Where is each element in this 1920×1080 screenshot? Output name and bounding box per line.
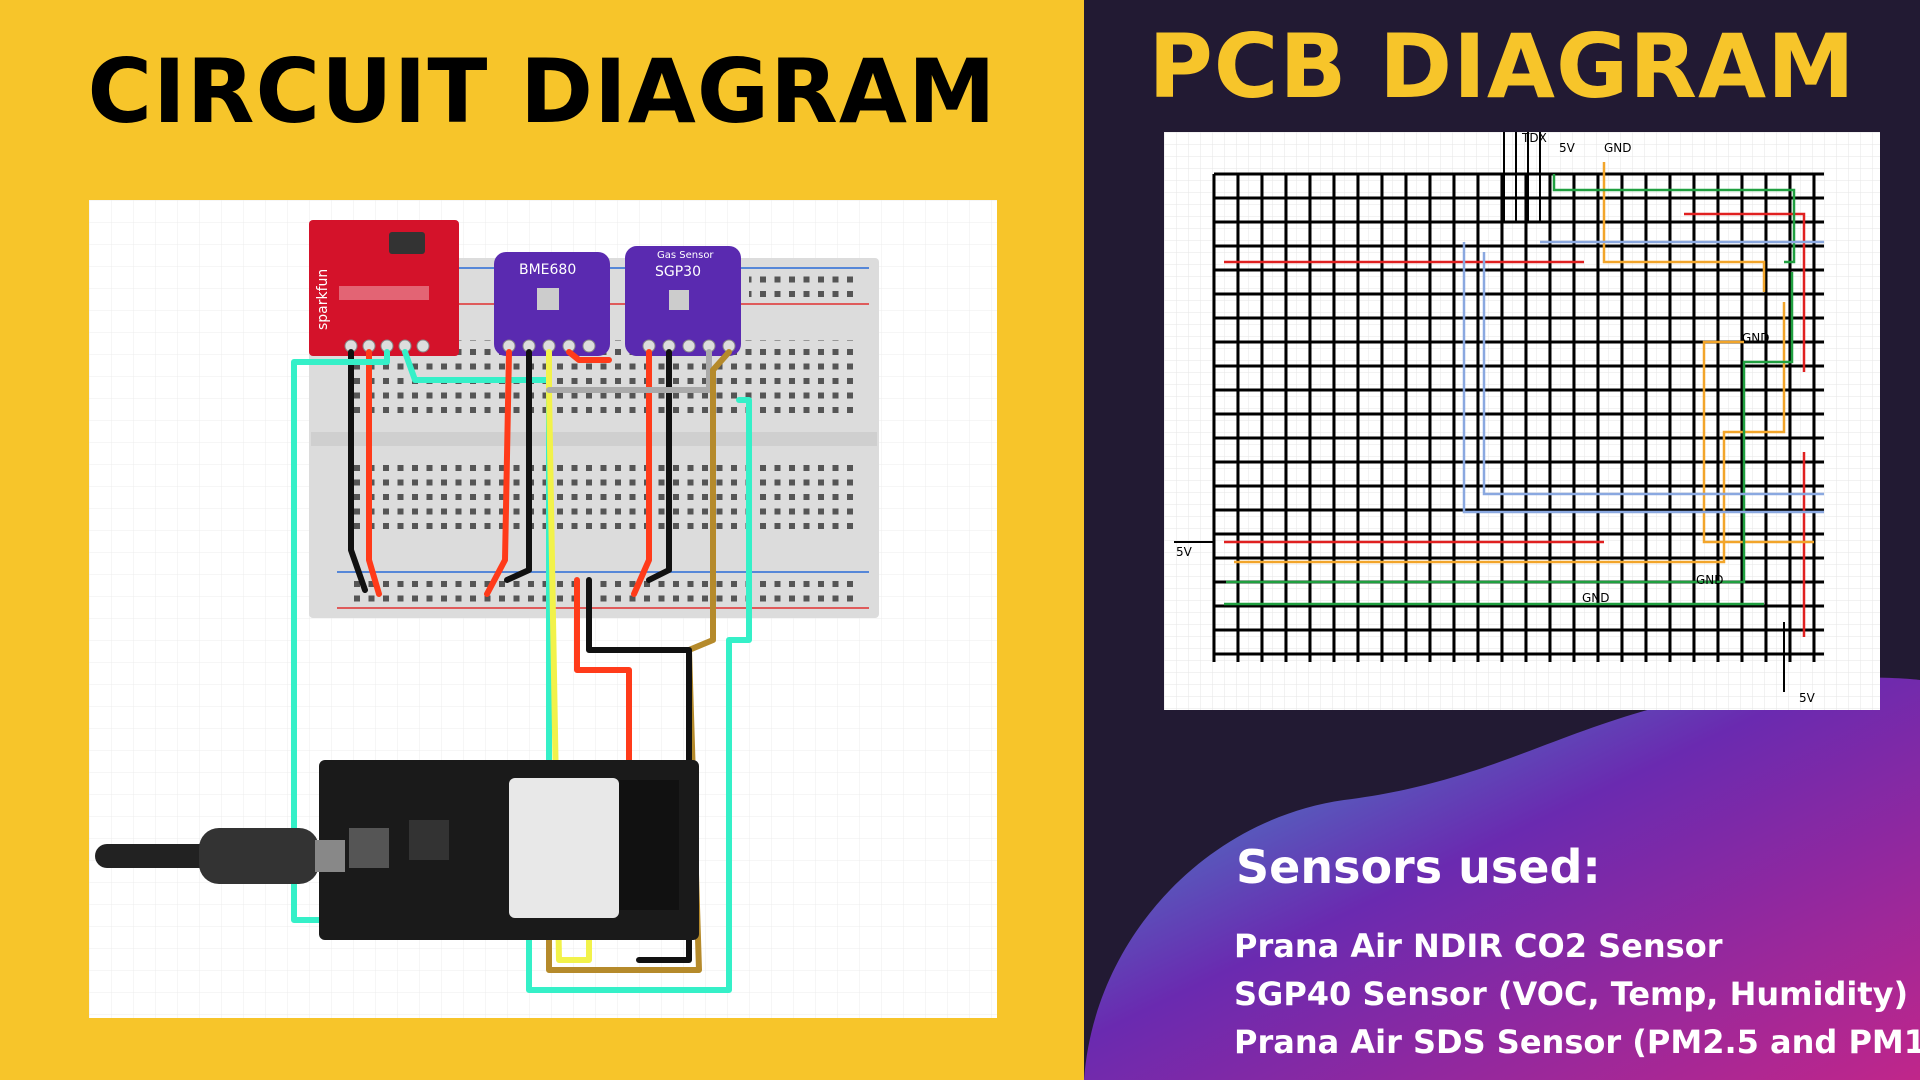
sparkfun-sensor-module: sparkfun xyxy=(309,220,459,356)
gas-sensor-label: Gas Sensor xyxy=(657,250,714,261)
5v-top-label: 5V xyxy=(1559,141,1576,155)
pcb-diagram-title: PCB DIAGRAM xyxy=(1148,15,1856,118)
sgp30-label: SGP30 xyxy=(655,264,701,280)
bme680-sensor-module: BME680 xyxy=(494,252,610,356)
circuit-diagram-title: CIRCUIT DIAGRAM xyxy=(87,40,997,143)
sensor-item: Prana Air SDS Sensor (PM2.5 and PM10) xyxy=(1234,1023,1920,1061)
sensor-item: SGP40 Sensor (VOC, Temp, Humidity) xyxy=(1234,975,1909,1013)
tdx-label: TDX xyxy=(1521,132,1547,145)
pcb-labels: TDX 5V GND GND 5V GND GND 5V xyxy=(1176,132,1816,705)
sgp30-sensor-module: Gas Sensor SGP30 xyxy=(625,246,741,356)
decorative-wave xyxy=(1084,677,1920,1080)
pcb-diagram: TDX 5V GND GND 5V GND GND 5V xyxy=(1164,132,1880,710)
sensors-used-heading: Sensors used: xyxy=(1236,840,1601,894)
sensor-item: Prana Air NDIR CO2 Sensor xyxy=(1234,927,1723,965)
gnd-bottom-label-1: GND xyxy=(1582,591,1610,605)
circuit-diagram: sparkfun BME680 Gas Sensor SGP30 xyxy=(89,200,997,1018)
gnd-bottom-label-2: GND xyxy=(1696,573,1724,587)
5v-left-label: 5V xyxy=(1176,545,1193,559)
gnd-top-label: GND xyxy=(1604,141,1632,155)
usb-cable xyxy=(95,828,345,884)
gnd-right-label: GND xyxy=(1742,331,1770,345)
wires xyxy=(291,349,752,993)
circuit-section: CIRCUIT DIAGRAM xyxy=(0,0,1084,1080)
sparkfun-label: sparkfun xyxy=(315,269,331,330)
pcb-traces xyxy=(1224,162,1824,637)
bme680-label: BME680 xyxy=(519,262,576,278)
pcb-section: PCB DIAGRAM xyxy=(1084,0,1920,1080)
5v-bottom-label: 5V xyxy=(1799,691,1816,705)
pcb-grid xyxy=(1174,132,1824,692)
esp32-board xyxy=(319,760,699,940)
sensor-list: Prana Air NDIR CO2 Sensor SGP40 Sensor (… xyxy=(1234,922,1920,1066)
